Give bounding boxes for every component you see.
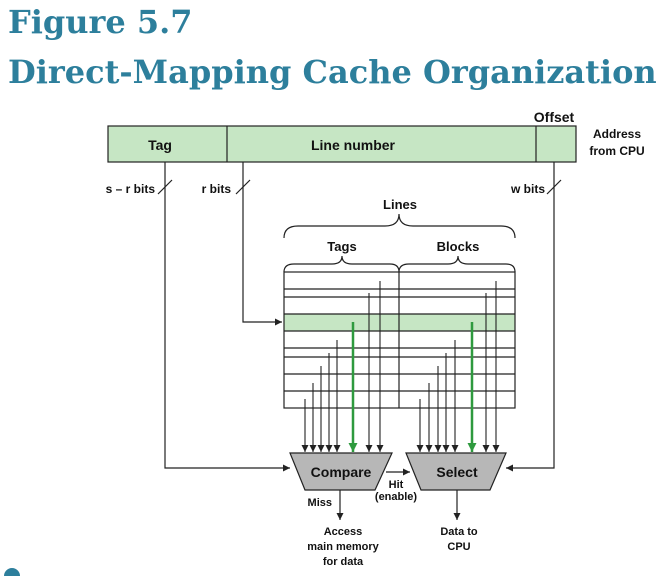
line-number-wire xyxy=(242,162,282,326)
figure-title: Direct-Mapping Cache Organization xyxy=(8,53,657,91)
line-bits-label: r bits xyxy=(202,182,232,196)
compare-label: Compare xyxy=(311,464,372,480)
slash-marks xyxy=(157,179,562,195)
blocks-brace xyxy=(398,255,516,273)
access-label: Access xyxy=(324,526,363,538)
miss-label: Miss xyxy=(308,497,332,509)
address-register: Tag Line number Offset Address from CPU xyxy=(107,109,645,163)
select-label: Select xyxy=(436,464,478,480)
lines-label: Lines xyxy=(383,197,417,212)
cache-table xyxy=(283,271,516,409)
main-memory-label: main memory xyxy=(307,541,379,553)
tag-wire xyxy=(164,162,290,472)
select-unit xyxy=(405,452,507,491)
corner-bullet-icon xyxy=(4,568,20,576)
address-field-box xyxy=(107,125,577,163)
read-wires xyxy=(301,281,500,452)
word-bits-label: w bits xyxy=(510,182,545,196)
cpu-label: CPU xyxy=(447,541,470,553)
offset-wire xyxy=(506,162,555,472)
address-wires xyxy=(164,162,555,472)
from-cpu-label: from CPU xyxy=(589,144,644,158)
tags-label: Tags xyxy=(327,239,356,254)
enable-label: (enable) xyxy=(375,491,418,503)
offset-field-label: Offset xyxy=(534,109,575,125)
blocks-label: Blocks xyxy=(437,239,480,254)
address-label: Address xyxy=(593,127,641,141)
tag-bits-label: s – r bits xyxy=(106,182,156,196)
lines-brace xyxy=(283,213,516,239)
data-to-label: Data to xyxy=(440,526,478,538)
tag-field-label: Tag xyxy=(148,137,172,153)
line-number-field-label: Line number xyxy=(311,137,396,153)
braces xyxy=(283,213,516,273)
selected-line-arrows xyxy=(348,322,477,452)
for-data-label: for data xyxy=(323,556,364,568)
figure-number: Figure 5.7 xyxy=(8,3,193,41)
tags-brace xyxy=(283,255,400,273)
compare-unit xyxy=(289,452,393,491)
hit-label: Hit xyxy=(389,479,404,491)
